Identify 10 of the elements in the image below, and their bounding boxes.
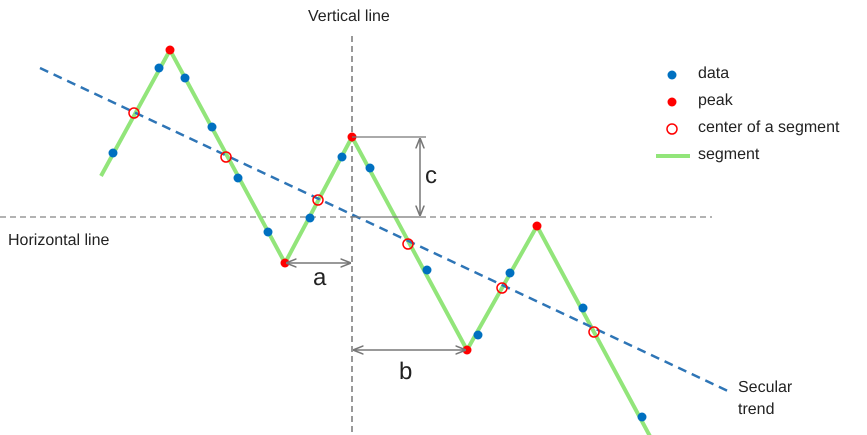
legend-label: data — [698, 65, 730, 83]
dimension-label: a — [313, 264, 326, 292]
legend-label: segment — [698, 146, 760, 164]
legend-label: peak — [698, 92, 733, 110]
legend-label: center of a segment — [698, 119, 840, 137]
trend-label: Secular trend — [738, 378, 794, 420]
axis-label: Horizontal line — [8, 232, 110, 250]
dimension-label: c — [425, 162, 437, 190]
axis-label: Vertical line — [308, 8, 390, 26]
dimension-label: b — [399, 358, 412, 386]
